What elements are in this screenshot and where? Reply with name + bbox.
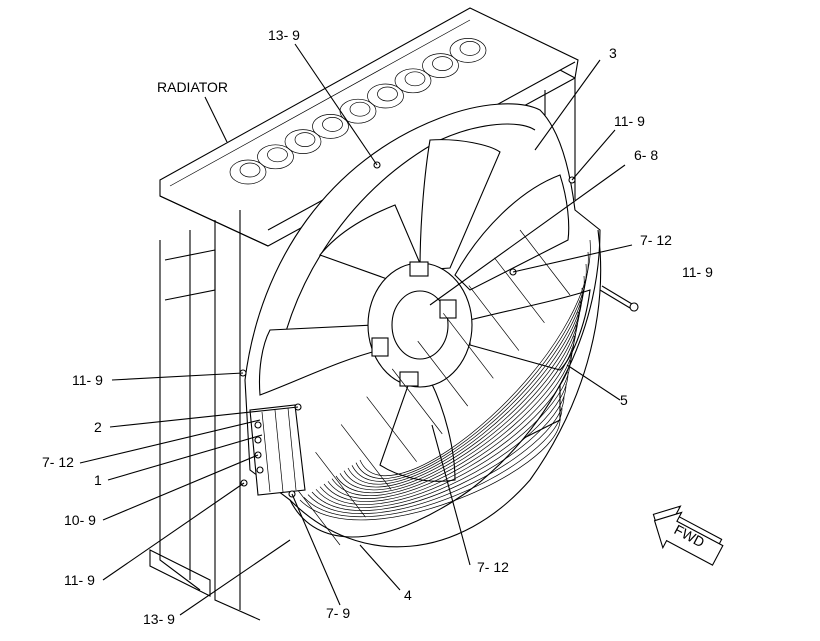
guard-spoke <box>494 257 545 323</box>
callout-11-9-left: 11- 9 <box>72 372 103 388</box>
radiator-cap-center <box>349 101 371 117</box>
radiator-cap-center <box>322 117 343 132</box>
guard-spoke <box>366 396 417 462</box>
callout-10-9: 10- 9 <box>64 512 96 528</box>
guard-spoke <box>468 285 520 351</box>
fan-hub <box>367 261 473 388</box>
bolt <box>239 161 639 498</box>
radiator-cap <box>449 38 487 63</box>
radiator-cap-center <box>294 132 316 147</box>
radiator-cap <box>367 83 404 109</box>
callout-7-9: 7- 9 <box>326 605 350 621</box>
guard-bracket <box>249 404 306 496</box>
guard-wire <box>359 239 591 476</box>
radiator-cap <box>229 159 267 185</box>
callout-5: 5 <box>620 392 628 408</box>
guard-wire <box>339 299 581 491</box>
label-radiator: RADIATOR <box>157 79 228 95</box>
callout-7-12-left: 7- 12 <box>42 454 74 470</box>
radiator-cap-center <box>377 86 398 102</box>
callout-13-9-bottom: 13- 9 <box>143 611 175 627</box>
callout-4: 4 <box>404 587 412 603</box>
radiator-cap <box>394 68 432 94</box>
guard-spoke <box>417 340 469 407</box>
guard-wire <box>355 251 589 479</box>
callout-2: 2 <box>94 419 102 435</box>
guard-spoke <box>519 229 571 296</box>
guard-wire <box>331 323 577 497</box>
radiator-cap <box>312 114 349 139</box>
radiator-cap-center <box>267 147 288 163</box>
radiator-cap <box>422 53 459 78</box>
leader-lines <box>79 43 633 616</box>
radiator-cap-center <box>404 71 426 87</box>
radiator-side-frame <box>149 69 576 621</box>
guard-wire <box>351 263 587 482</box>
callout-11-9-bottom: 11- 9 <box>64 572 95 588</box>
radiator-cap-center <box>432 56 453 71</box>
callout-7-12-right: 7- 12 <box>640 232 672 248</box>
guard-spoke <box>340 424 392 490</box>
callout-7-12-bottom: 7- 12 <box>477 559 509 575</box>
guard-spoke <box>315 452 366 518</box>
fwd-direction-arrow: FWD <box>652 505 724 566</box>
guard-wire <box>335 311 579 494</box>
guard-spoke <box>443 313 494 379</box>
radiator-cap <box>284 129 322 154</box>
callout-3: 3 <box>609 45 617 61</box>
callout-11-9-right-top: 11- 9 <box>614 113 645 129</box>
callout-13-9-top: 13- 9 <box>268 27 300 43</box>
radiator-cap <box>257 144 294 170</box>
guard-spoke <box>391 368 443 435</box>
callout-6-8: 6- 8 <box>634 147 658 163</box>
radiator-top-tank <box>159 7 579 247</box>
callout-11-9-right: 11- 9 <box>682 264 713 280</box>
guard-wire <box>327 335 575 499</box>
callout-1: 1 <box>94 472 102 488</box>
radiator-cap-center <box>239 162 261 178</box>
radiator-cap-center <box>459 41 481 56</box>
